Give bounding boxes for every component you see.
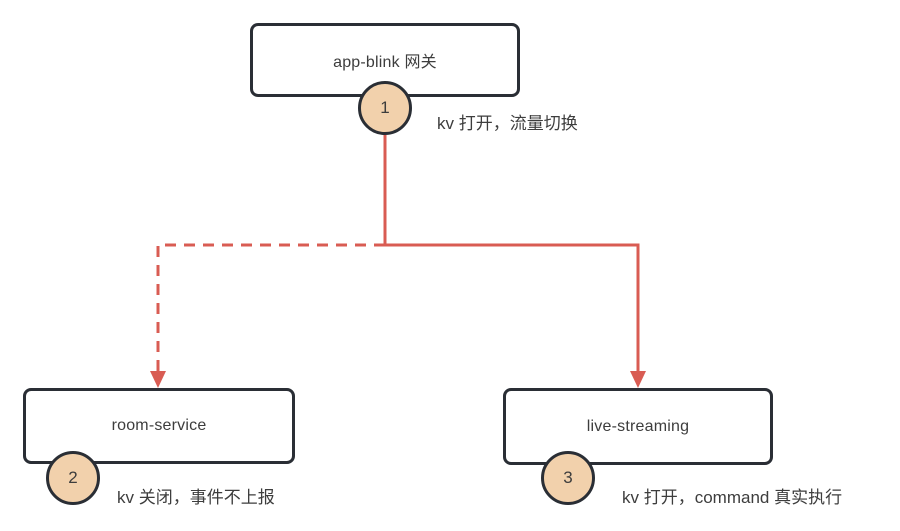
arrowhead-room-service-icon bbox=[150, 371, 166, 388]
arrowhead-live-streaming-icon bbox=[630, 371, 646, 388]
node-room-service-label: room-service bbox=[111, 417, 207, 434]
step-badge-1: 1 bbox=[358, 81, 412, 135]
step-badge-2: 2 bbox=[46, 451, 100, 505]
step-badge-3: 3 bbox=[541, 451, 595, 505]
node-gateway-label: app-blink 网关 bbox=[333, 54, 437, 71]
note-room-service: kv 关闭，事件不上报 bbox=[117, 488, 275, 507]
note-live-streaming: kv 打开，command 真实执行 bbox=[622, 488, 843, 507]
node-live-streaming: live-streaming bbox=[503, 388, 773, 465]
note-gateway: kv 打开，流量切换 bbox=[437, 114, 578, 133]
node-live-streaming-label: live-streaming bbox=[586, 417, 690, 435]
edge-gateway-live-streaming-line bbox=[385, 243, 640, 371]
edge-gateway-room-service-line bbox=[156, 243, 385, 371]
